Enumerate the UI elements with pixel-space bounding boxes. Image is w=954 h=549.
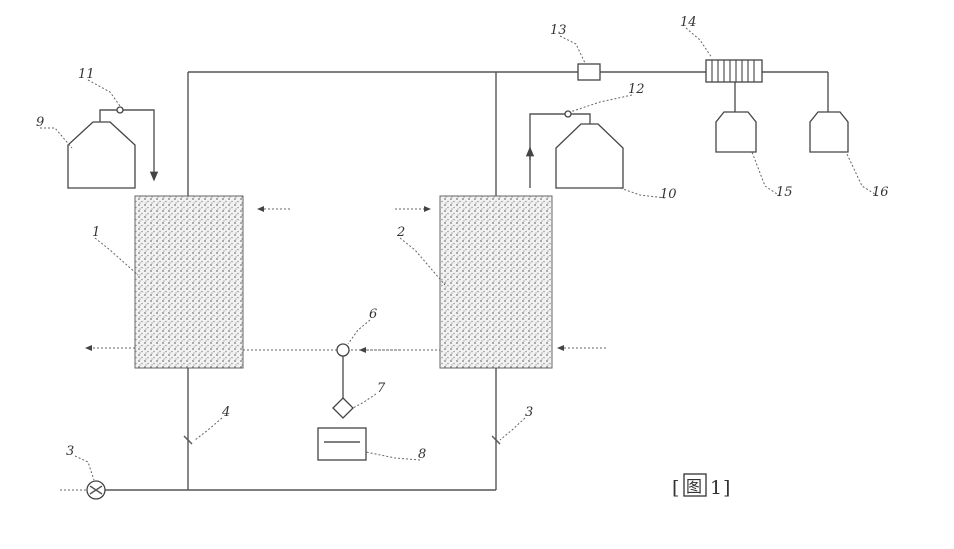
label-10-right: 10: [660, 187, 677, 202]
label-2: 2: [396, 225, 405, 240]
valve-6: [337, 344, 349, 356]
label-4: 4: [221, 405, 230, 420]
label-3-pump: 3: [66, 444, 74, 459]
label-9: 9: [36, 115, 44, 130]
caption-number: 1: [710, 477, 722, 499]
figure-caption: [ 图 1 ]: [672, 474, 730, 499]
label-12: 12: [628, 82, 645, 97]
reactor-2: [440, 196, 552, 368]
container-16: [810, 112, 848, 152]
tank-8: [318, 428, 366, 460]
label-15: 15: [776, 185, 793, 200]
label-16: 16: [872, 185, 889, 200]
label-6: 6: [369, 307, 377, 322]
label-13: 13: [550, 23, 567, 38]
container-15: [716, 112, 756, 152]
container-9: [68, 122, 135, 188]
label-11: 11: [78, 67, 95, 82]
filter-7: [333, 398, 353, 418]
label-14: 14: [680, 15, 697, 30]
reactor-1: [135, 196, 243, 368]
label-1: 1: [92, 225, 100, 240]
label-3-valve: 3: [525, 405, 533, 420]
caption-close-bracket: ]: [723, 477, 730, 499]
container-10: [556, 124, 623, 188]
label-7: 7: [377, 381, 386, 396]
component-13: [578, 64, 600, 80]
valve-11: [117, 107, 123, 113]
caption-glyph: 图: [686, 477, 702, 496]
caption-open-bracket: [: [672, 477, 679, 499]
label-8: 8: [418, 447, 426, 462]
